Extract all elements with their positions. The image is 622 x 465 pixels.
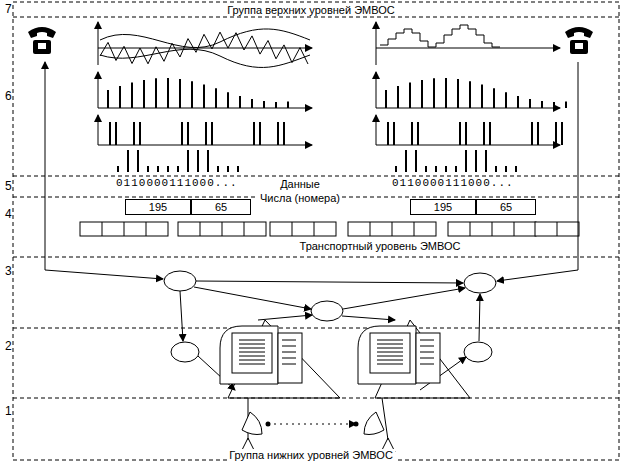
number-box: 65 bbox=[476, 199, 536, 215]
number-box: 195 bbox=[125, 199, 191, 215]
layer-number: 7 bbox=[3, 3, 14, 15]
bit-string: 0110000111000... bbox=[114, 177, 240, 189]
bit-string: 0110000111000... bbox=[390, 177, 516, 189]
number-text: 65 bbox=[494, 201, 518, 213]
number-box: 65 bbox=[191, 199, 251, 215]
layer-number: 3 bbox=[3, 265, 14, 277]
layer-number: 1 bbox=[3, 405, 14, 417]
layer-label: Транспортный уровень ЭМВОС bbox=[298, 240, 463, 252]
layer-number: 2 bbox=[3, 340, 14, 352]
layer-label: Данные bbox=[278, 178, 322, 190]
layer-label: Группа нижних уровней ЭМВОС bbox=[227, 449, 395, 461]
layer-label: Группа верхних уровней ЭМВОС bbox=[225, 4, 396, 16]
number-text: 65 bbox=[209, 201, 233, 213]
number-text: 195 bbox=[428, 201, 458, 213]
layer-number: 6 bbox=[3, 90, 14, 102]
layer-label: Числа (номера) bbox=[258, 192, 342, 204]
layer-number: 5 bbox=[3, 180, 14, 192]
layer-number: 4 bbox=[3, 208, 14, 220]
number-text: 195 bbox=[143, 201, 173, 213]
number-box: 195 bbox=[410, 199, 476, 215]
